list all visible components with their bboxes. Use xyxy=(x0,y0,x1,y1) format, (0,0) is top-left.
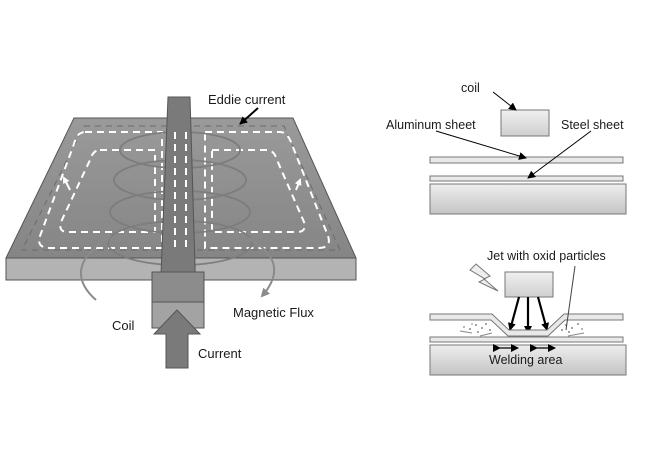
steel-sheet xyxy=(429,175,624,182)
lightning-bolt-icon xyxy=(469,263,499,292)
label-coil: Coil xyxy=(112,318,135,333)
current-arrow xyxy=(152,309,202,369)
eddy-current-schematic: Eddie current Coil Magnetic Flux Current xyxy=(5,92,357,369)
base-block-welding xyxy=(429,344,627,376)
label-aluminum-sheet: Aluminum sheet xyxy=(386,118,476,132)
conductor-current-dashes xyxy=(174,132,187,248)
base-block xyxy=(429,183,627,215)
label-current: Current xyxy=(198,346,242,361)
aluminum-sheet-deformed xyxy=(429,313,624,337)
pointer-jet xyxy=(565,265,576,331)
conductor-base xyxy=(151,271,205,303)
pointer-steel xyxy=(527,130,592,179)
pointer-coil xyxy=(492,91,517,111)
eddy-arrow xyxy=(294,178,302,191)
coil-block-welding xyxy=(504,271,554,298)
plate-dashed-outline xyxy=(21,125,341,251)
force-arrows xyxy=(507,296,550,334)
oxide-jet-strokes xyxy=(459,330,585,337)
flux-line-left xyxy=(79,234,112,301)
aluminum-sheet xyxy=(429,156,624,164)
flux-line-right xyxy=(247,237,276,298)
label-steel-sheet: Steel sheet xyxy=(561,118,624,132)
coil-block xyxy=(500,109,550,137)
welding-cross-section: Jet with oxid particles Welding area xyxy=(429,249,627,376)
eddy-current-loops xyxy=(38,131,330,249)
label-coil-right: coil xyxy=(461,81,480,95)
setup-cross-section: coil Aluminum sheet Steel sheet xyxy=(386,81,627,215)
eddie-current-pointer xyxy=(239,107,259,125)
label-welding-area: Welding area xyxy=(489,353,562,367)
label-magnetic-flux: Magnetic Flux xyxy=(233,305,314,320)
pointer-aluminum xyxy=(435,130,527,160)
label-eddie-current: Eddie current xyxy=(208,92,286,107)
eddy-arrow xyxy=(63,176,71,191)
steel-sheet-welding xyxy=(429,336,624,343)
label-jet: Jet with oxid particles xyxy=(487,249,606,263)
